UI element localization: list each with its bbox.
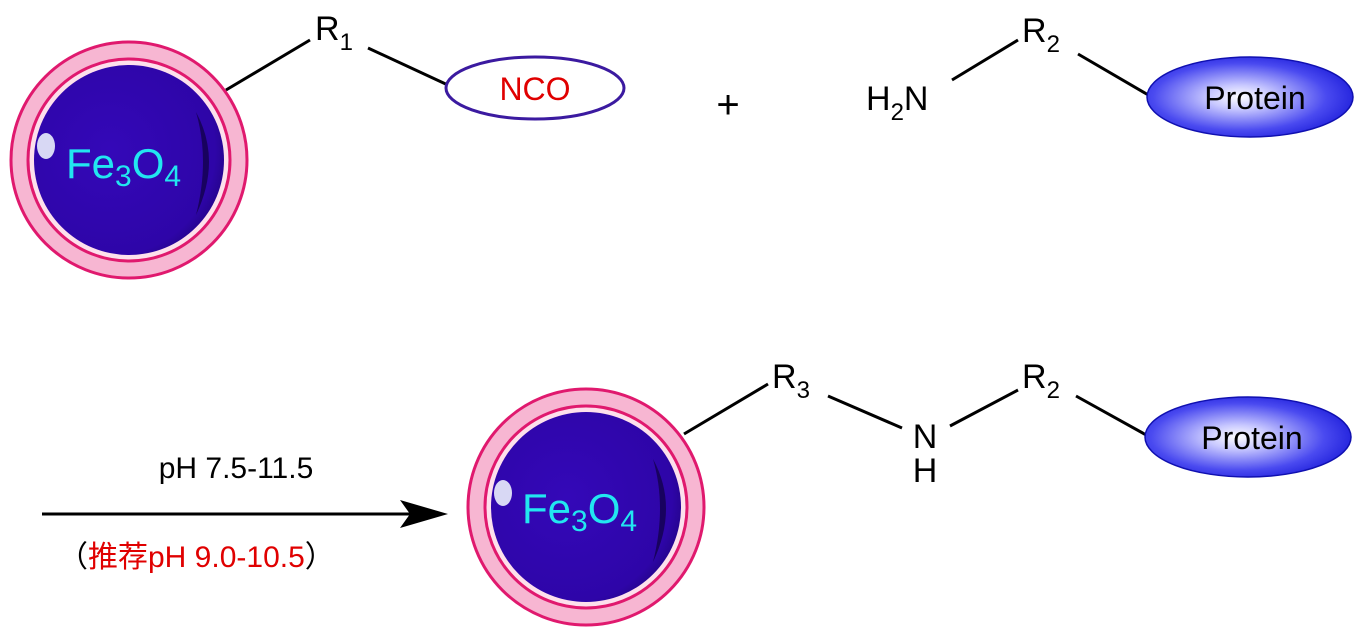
particle-formula: Fe3O4 — [66, 140, 181, 193]
bond-r3-n — [827, 394, 903, 430]
protein-top-label: Protein — [1204, 80, 1305, 116]
nco-label: NCO — [499, 71, 570, 107]
bond-product-r3 — [683, 382, 769, 436]
r2-label-top: R2 — [1022, 12, 1060, 58]
particle-shadow — [196, 112, 209, 215]
amine-label: H2N — [866, 80, 928, 126]
condition-main: pH 7.5-11.5 — [159, 452, 314, 485]
product-formula: Fe3O4 — [522, 485, 637, 538]
reactant-nanoparticle: Fe3O4 — [9, 40, 249, 280]
product-nanoparticle: Fe3O4 — [466, 387, 706, 627]
product-shadow — [653, 459, 666, 562]
product-highlight — [494, 480, 512, 506]
reaction-arrow-head — [400, 500, 448, 528]
product-core — [491, 412, 681, 602]
protein-bottom-label: Protein — [1201, 420, 1302, 456]
bond-r2-protein-bottom — [1075, 394, 1149, 438]
bond-n-r2-product — [949, 388, 1019, 428]
protein-bottom: Protein — [1144, 396, 1352, 478]
plus-sign: + — [716, 83, 739, 127]
bond-particle-r1 — [225, 38, 311, 92]
bond-r1-nco — [367, 46, 451, 88]
protein-top-ellipse — [1146, 56, 1354, 138]
nco-ellipse — [444, 55, 626, 121]
condition-recommended: （推荐pH 9.0-10.5） — [58, 541, 335, 574]
nh-h-label: H — [913, 452, 938, 490]
protein-bottom-ellipse — [1144, 396, 1352, 478]
nh-n-label: N — [913, 418, 938, 456]
particle-core — [34, 65, 224, 255]
protein-top: Protein — [1146, 56, 1354, 138]
nco-group: NCO — [444, 55, 626, 121]
bond-r2-protein-top — [1077, 52, 1151, 98]
r3-label: R3 — [772, 358, 810, 404]
particle-highlight — [37, 133, 55, 159]
bond-n-r2 — [951, 38, 1019, 82]
r1-label: R1 — [315, 10, 353, 56]
r2-label-bottom: R2 — [1022, 358, 1060, 404]
